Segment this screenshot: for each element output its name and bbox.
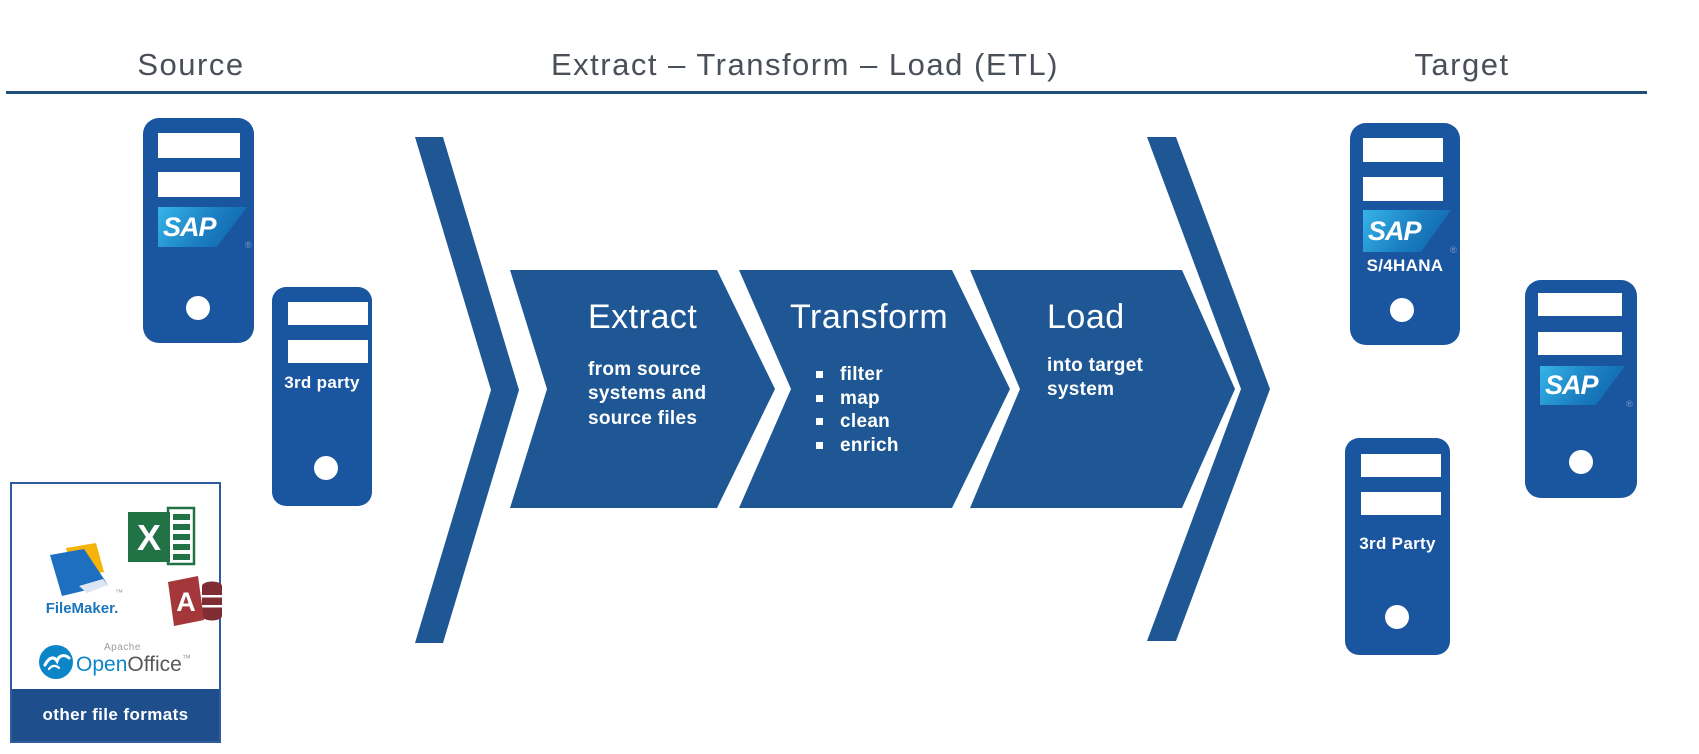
transform-title: Transform: [790, 298, 949, 336]
opening-chevron-band: [415, 137, 519, 643]
s4hana-label: S/4HANA: [1366, 256, 1444, 275]
third-party-label: 3rd Party: [1359, 534, 1436, 553]
registered-mark: ®: [1626, 399, 1633, 409]
bullet-label: filter: [840, 364, 883, 385]
server-slot: [288, 340, 368, 363]
bullet-item: enrich: [816, 434, 899, 458]
sap-logo-text: SAP: [1368, 215, 1422, 246]
bullet-square-icon: [816, 442, 823, 450]
source-sap-server-tower: SAP ®: [143, 118, 254, 343]
target-s4hana-server-tower: SAP ® S/4HANA: [1350, 123, 1460, 345]
target-sap-server-tower: SAP ®: [1525, 280, 1637, 498]
apache-label: Apache: [104, 642, 141, 653]
registered-mark: ®: [1450, 245, 1457, 255]
load-title: Load: [1047, 298, 1125, 336]
bullet-item: clean: [816, 410, 899, 434]
server-slot: [1361, 492, 1441, 515]
server-slot: [1538, 293, 1622, 316]
bullet-square-icon: [816, 371, 823, 379]
bullet-square-icon: [816, 394, 823, 402]
header-rule: [6, 91, 1647, 94]
sap-logo-text: SAP: [163, 211, 217, 242]
server-slot: [1363, 138, 1443, 162]
sap-logo: SAP: [1540, 366, 1625, 405]
power-button-icon: [1385, 605, 1409, 629]
extract-chevron-shape: [510, 270, 775, 508]
sap-logo: SAP: [1363, 210, 1451, 252]
header-label-source: Source: [137, 47, 245, 82]
header-label-target: Target: [1414, 47, 1510, 82]
filemaker-label: FileMaker.: [45, 600, 119, 617]
trademark-mark: ™: [115, 588, 123, 597]
load-chevron-shape: [970, 270, 1235, 508]
bullet-label: enrich: [840, 434, 899, 456]
power-button-icon: [1569, 450, 1593, 474]
server-slot: [1363, 177, 1443, 201]
bullet-label: map: [840, 387, 880, 409]
server-slot: [158, 172, 240, 197]
bullet-item: filter: [816, 363, 899, 387]
extract-title: Extract: [588, 298, 698, 336]
file-box-caption-bar: other file formats: [12, 689, 219, 741]
access-letter: A: [176, 587, 196, 617]
extract-body-line: from source: [588, 359, 702, 380]
server-slot: [288, 302, 368, 325]
closing-chevron-band: [1147, 137, 1270, 641]
third-party-label: 3rd party: [284, 373, 360, 392]
bullet-label: clean: [840, 411, 891, 433]
openoffice-office-text: Office: [127, 653, 182, 676]
load-body: into target system: [1047, 354, 1143, 403]
openoffice-gulls-icon: [39, 645, 73, 679]
excel-logo-icon: X: [128, 506, 196, 566]
access-logo-icon: A: [168, 576, 222, 626]
bullet-item: map: [816, 387, 899, 411]
sap-logo-text: SAP: [1545, 370, 1599, 400]
file-box-caption: other file formats: [42, 705, 189, 724]
file-formats-box: X ™ FileMaker. A Ap: [10, 482, 222, 743]
bullet-square-icon: [816, 418, 823, 426]
target-third-party-server-tower: 3rd Party: [1345, 438, 1450, 655]
header-label-etl: Extract – Transform – Load (ETL): [550, 47, 1059, 82]
extract-body-line: source files: [588, 407, 698, 429]
power-button-icon: [186, 296, 210, 320]
openoffice-open-text: Open: [76, 653, 128, 676]
power-button-icon: [314, 456, 338, 480]
sap-logo: SAP: [158, 207, 247, 247]
extract-body: from source systems and source files: [588, 358, 706, 431]
registered-mark: ®: [245, 240, 252, 250]
power-button-icon: [1390, 298, 1414, 322]
filemaker-logo-icon: [50, 543, 108, 596]
openoffice-logo: Apache OpenOffice™: [38, 642, 208, 684]
source-third-party-server-tower: 3rd party: [272, 287, 372, 506]
trademark-mark: ™: [181, 653, 191, 663]
transform-chevron-shape: [739, 270, 1010, 508]
load-body-line: into target: [1047, 355, 1144, 376]
load-body-line: system: [1047, 379, 1115, 401]
transform-bullet-list: filter map clean enrich: [816, 363, 899, 457]
server-slot: [1538, 332, 1622, 355]
extract-body-line: systems and: [588, 383, 707, 405]
server-slot: [1361, 454, 1441, 477]
server-slot: [158, 133, 240, 158]
excel-letter: X: [137, 517, 161, 558]
